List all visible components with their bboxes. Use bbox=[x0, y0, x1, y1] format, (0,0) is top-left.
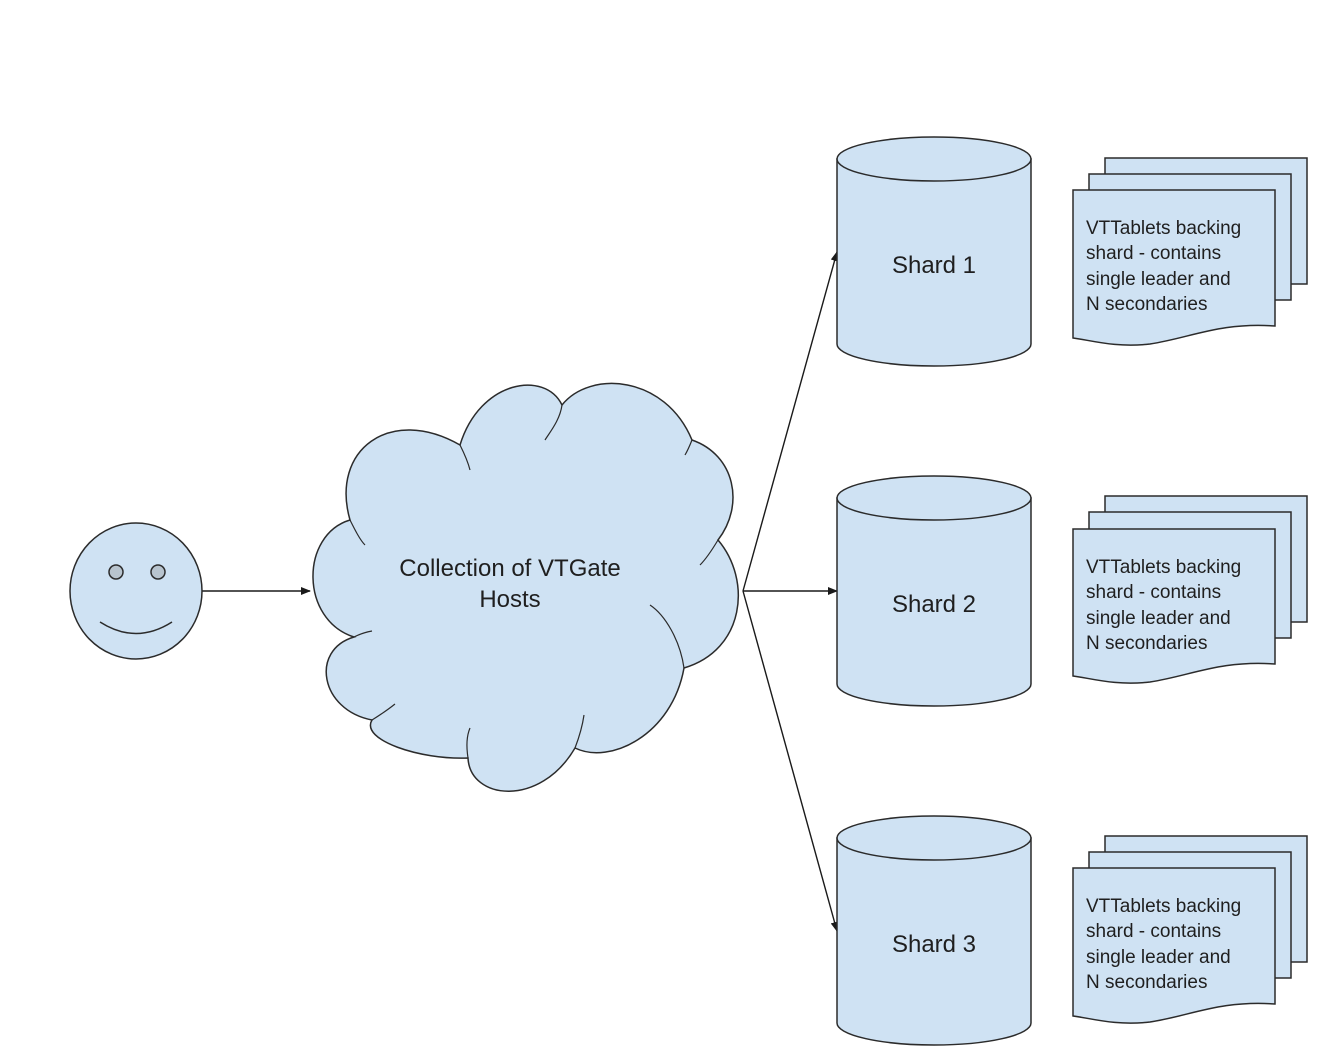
arrow-cloud-to-shard-3 bbox=[742, 590, 839, 932]
shard-1-cylinder: Shard 1 bbox=[836, 136, 1032, 367]
shard-2-tablets-line-1: VTTablets backing bbox=[1086, 557, 1241, 578]
left-eye bbox=[108, 564, 124, 580]
shard-2-tablets-line-4: N secondaries bbox=[1086, 633, 1207, 654]
shard-3-label: Shard 3 bbox=[892, 931, 976, 958]
smile bbox=[99, 621, 173, 635]
shard-1-tablets-line-4: N secondaries bbox=[1086, 294, 1207, 315]
shard-3-tablets-line-3: single leader and bbox=[1086, 947, 1231, 968]
shard-1-label: Shard 1 bbox=[892, 252, 976, 279]
shard-3-tablets-line-1: VTTablets backing bbox=[1086, 896, 1241, 917]
user-smiley-icon bbox=[69, 522, 203, 660]
shard-3-tablets-line-4: N secondaries bbox=[1086, 972, 1207, 993]
shard-2-tablets-line-3: single leader and bbox=[1086, 608, 1231, 629]
shard-3-tablets-line-2: shard - contains bbox=[1086, 921, 1221, 942]
vtgate-cloud: Collection of VTGate Hosts bbox=[312, 382, 739, 792]
shard-1-tablets-line-2: shard - contains bbox=[1086, 243, 1221, 264]
shard-3-cylinder: Shard 3 bbox=[836, 815, 1032, 1046]
shard-1-tablets-line-3: single leader and bbox=[1086, 269, 1231, 290]
shard-2-tablets-stack: VTTablets backing shard - contains singl… bbox=[1072, 495, 1308, 684]
shard-1-tablets-line-1: VTTablets backing bbox=[1086, 218, 1241, 239]
arrow-cloud-to-shard-1 bbox=[742, 251, 839, 592]
shard-1-tablets-stack: VTTablets backing shard - contains singl… bbox=[1072, 157, 1308, 346]
connectors bbox=[202, 251, 839, 932]
shard-2-label: Shard 2 bbox=[892, 591, 976, 618]
shard-2-cylinder: Shard 2 bbox=[836, 475, 1032, 707]
shard-3-tablets-stack: VTTablets backing shard - contains singl… bbox=[1072, 835, 1308, 1024]
shard-2-tablets-line-2: shard - contains bbox=[1086, 582, 1221, 603]
cloud-label-line-2: Hosts bbox=[479, 586, 540, 613]
cloud-label-line-1: Collection of VTGate bbox=[399, 555, 620, 582]
right-eye bbox=[150, 564, 166, 580]
